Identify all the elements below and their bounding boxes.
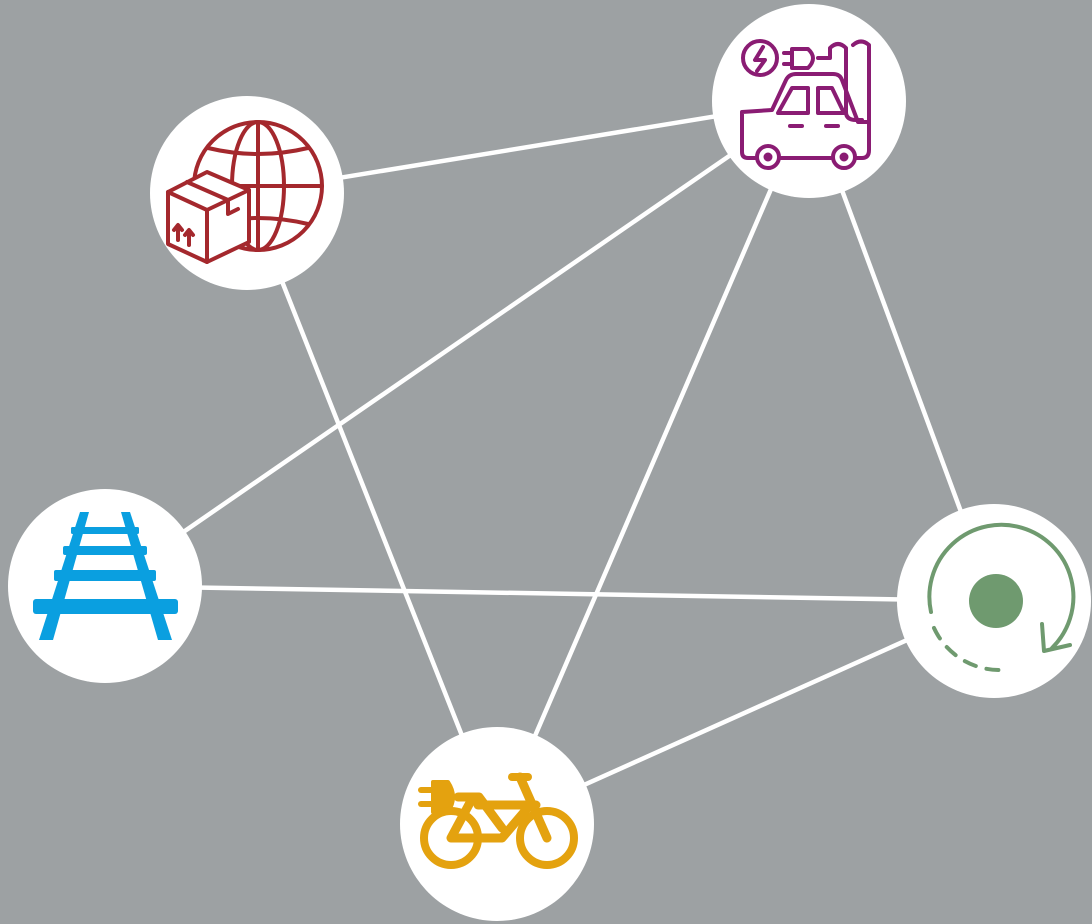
railway-track-icon bbox=[33, 512, 178, 640]
node-e-bike bbox=[400, 727, 594, 921]
node-rail bbox=[8, 489, 202, 683]
node-electric-vehicle bbox=[712, 4, 906, 198]
edge-van-rail bbox=[102, 98, 812, 589]
circular-arrow-dot-icon bbox=[927, 522, 1076, 673]
edge-van-bike bbox=[494, 98, 812, 827]
node-global-logistics bbox=[150, 96, 344, 290]
edge-rail-circular bbox=[102, 583, 997, 604]
edge-globe-bike bbox=[244, 190, 500, 827]
globe-with-parcel-icon bbox=[166, 120, 324, 264]
node-circle bbox=[8, 489, 202, 683]
electric-bicycle-icon bbox=[418, 772, 578, 869]
electric-van-charging-icon bbox=[740, 39, 871, 170]
node-circularity bbox=[897, 504, 1091, 698]
